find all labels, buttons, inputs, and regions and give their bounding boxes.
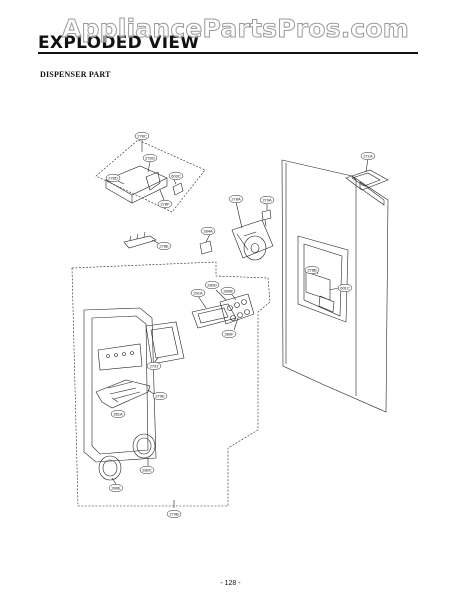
- callout-279b: 279B: [169, 511, 179, 516]
- callout-280f: 280F: [224, 331, 234, 336]
- callout-280c: 280C: [142, 467, 152, 472]
- top-cap: [345, 169, 389, 191]
- callout-281a: 281A: [113, 411, 123, 416]
- callout-278e: 278E: [159, 243, 169, 248]
- section-label: DISPENSER PART: [40, 70, 111, 79]
- callout-278g: 278G: [145, 155, 155, 160]
- round-button-upper: [132, 433, 156, 459]
- page-number: - 128 -: [220, 580, 241, 587]
- watermark: AppliancePartsPros.com: [61, 14, 410, 44]
- housing-group-outline: [71, 261, 271, 507]
- callout-279e: 279E: [155, 393, 165, 398]
- callout-278d: 278D: [108, 175, 118, 180]
- micro-switch: [172, 182, 184, 196]
- callout-284a: 284A: [203, 228, 213, 233]
- switch-rail: [123, 231, 157, 249]
- callout-280d: 280D: [207, 282, 217, 287]
- page-title: EXPLODED VIEW: [38, 33, 200, 53]
- callout-271a: 271A: [363, 153, 373, 158]
- door-dispenser-recess: [297, 235, 349, 323]
- solenoid-assembly: [231, 219, 274, 259]
- door-edge-strip: [359, 181, 385, 206]
- callout-278a: 278A: [231, 196, 241, 201]
- callout-601c: 601C: [340, 285, 350, 290]
- callout-280b: 280B: [223, 288, 233, 293]
- control-board: [191, 303, 237, 329]
- callout-278b: 278B: [307, 267, 317, 272]
- callout-279a: 279A: [262, 197, 272, 202]
- title-rule: [38, 52, 418, 54]
- dispenser-bracket: [105, 165, 168, 204]
- dispenser-cover: [83, 307, 157, 463]
- round-button-lower: [98, 455, 122, 481]
- display-frame: [145, 321, 185, 365]
- callout-280e: 280E: [111, 485, 121, 490]
- callout-603c: 603C: [171, 173, 181, 178]
- drip-tray: [95, 379, 151, 409]
- callout-291a: 291A: [193, 290, 203, 295]
- callout-279j: 279J: [150, 363, 159, 368]
- callout-278f: 278F: [160, 201, 170, 206]
- screw: [261, 209, 272, 227]
- bracket-group-outline: [95, 139, 206, 213]
- button-strip: [219, 293, 255, 325]
- small-clip: [199, 240, 213, 255]
- callout-278c: 278C: [137, 133, 147, 138]
- lever-arm: [145, 171, 161, 191]
